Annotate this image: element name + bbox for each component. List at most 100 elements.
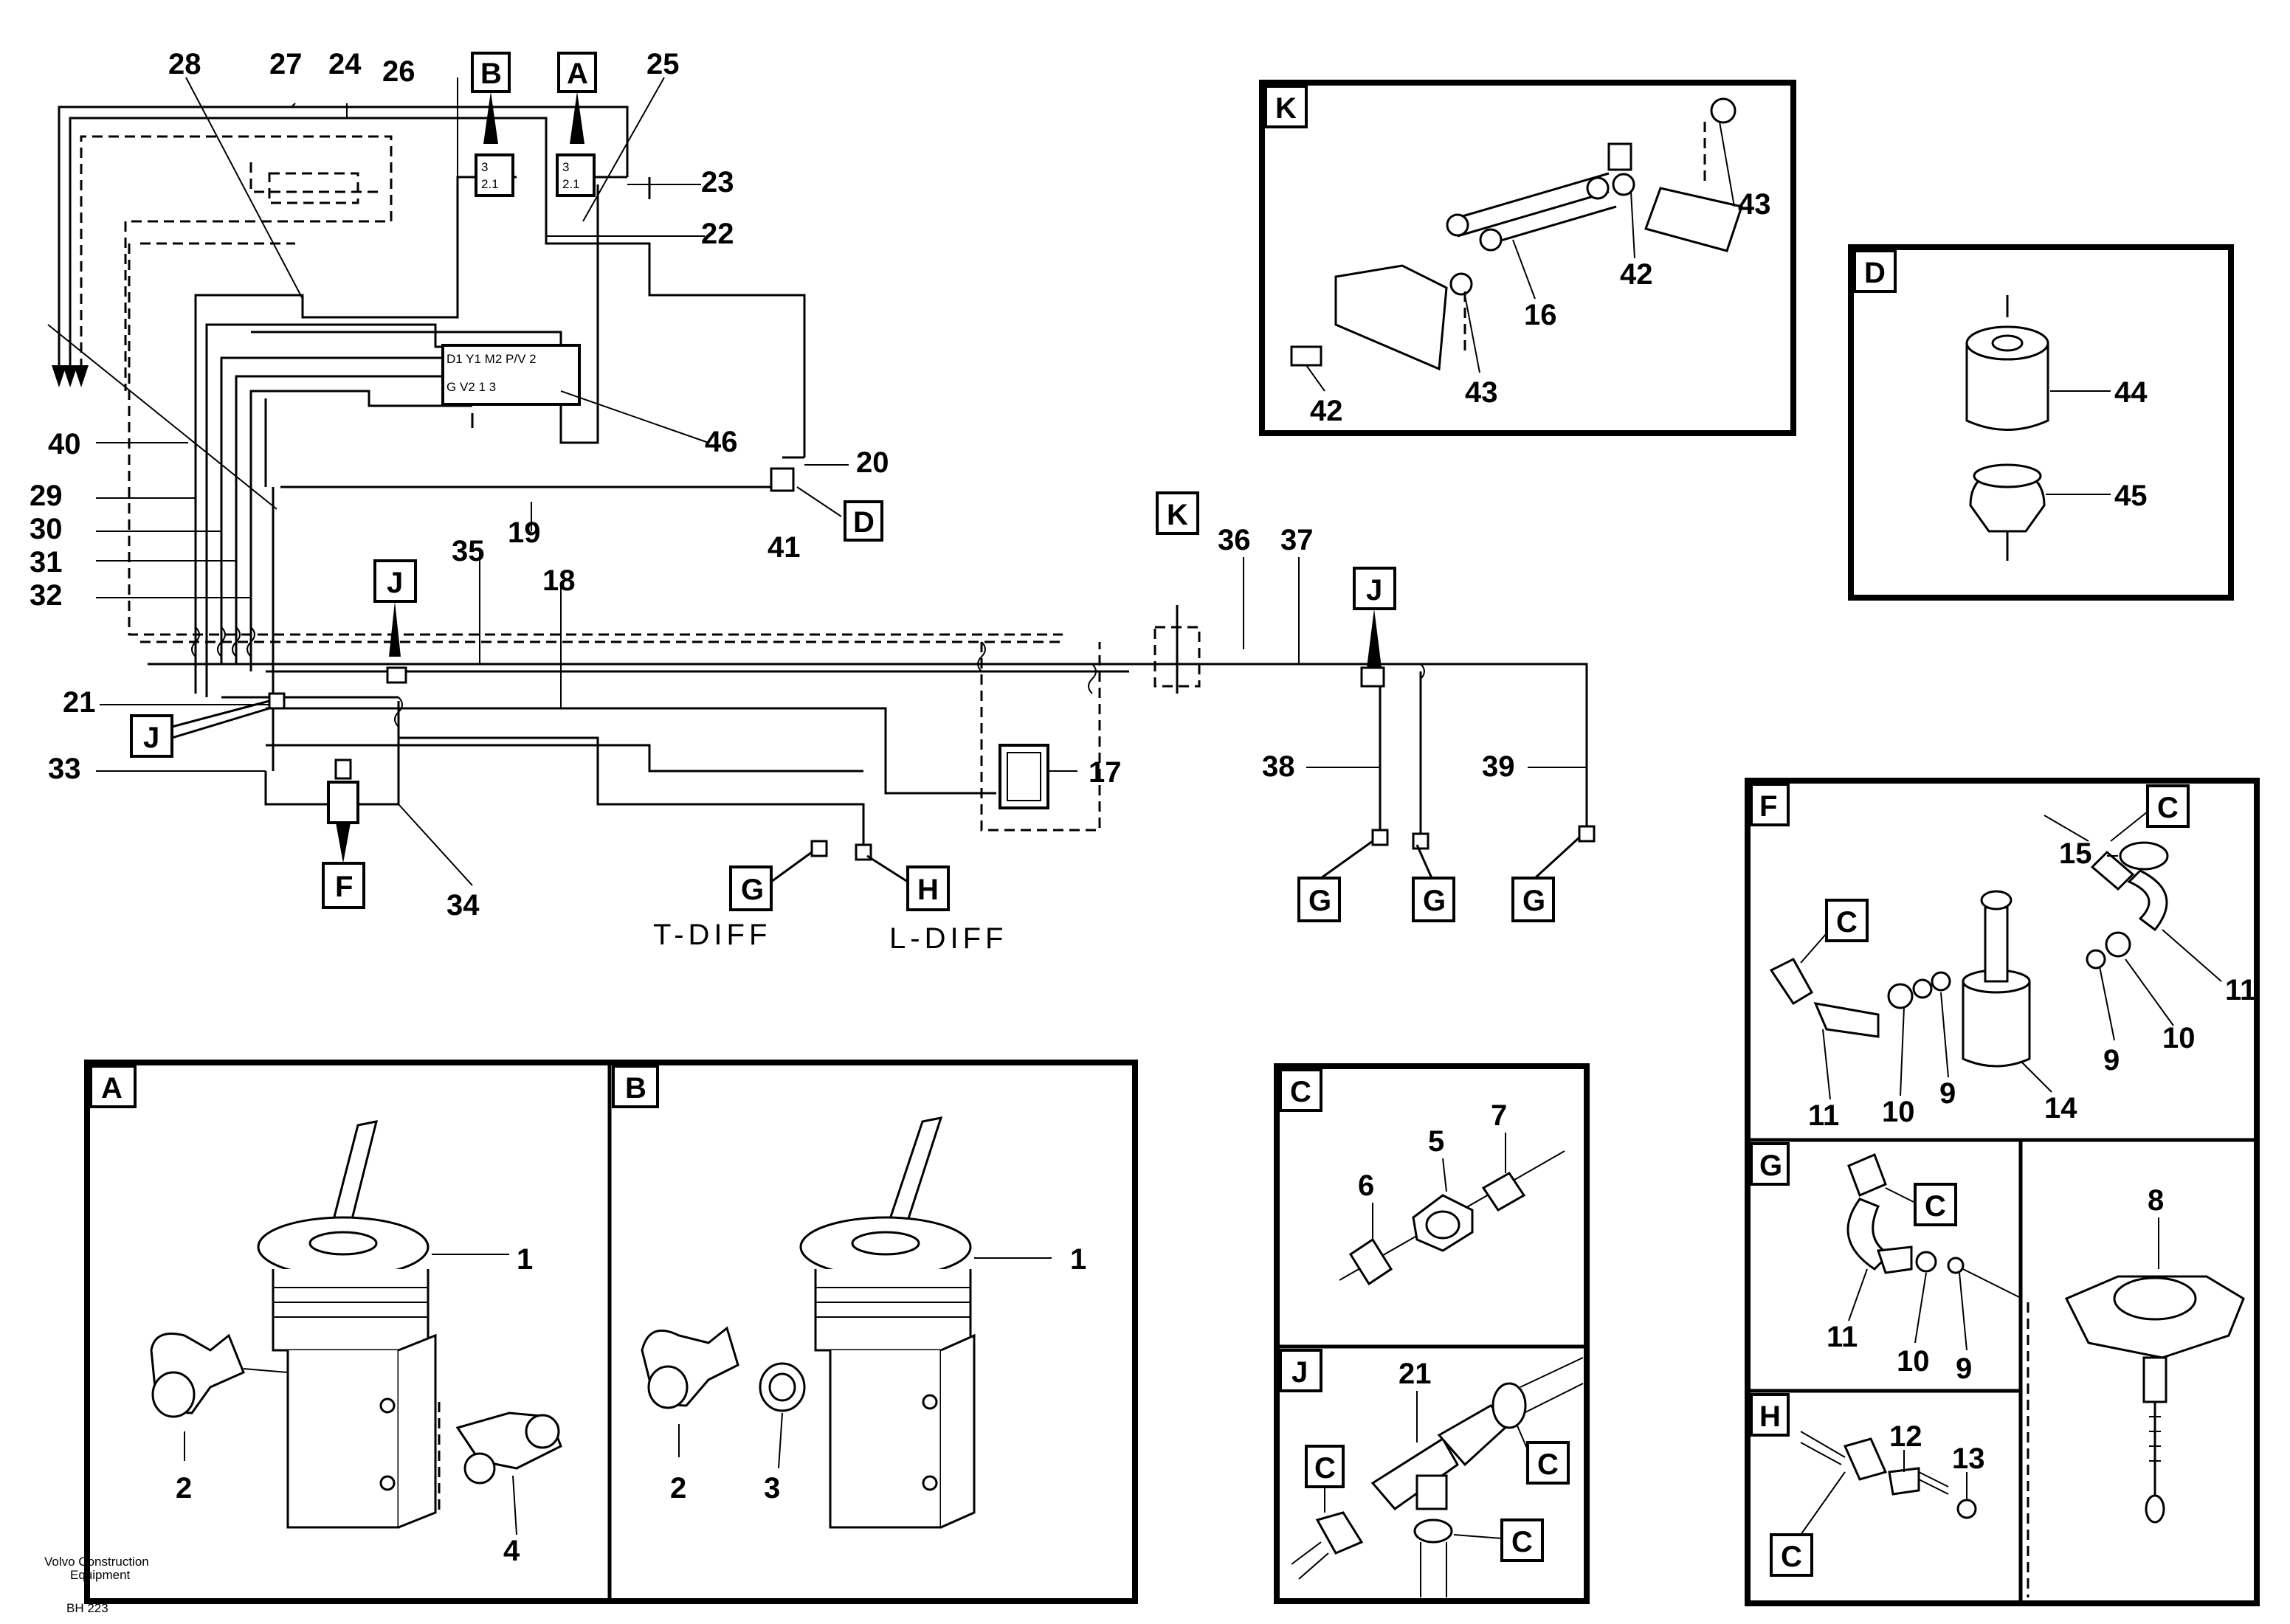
pipe-schematic: D1 Y1 M2 P/V 2 G V2 1 3 32.1 32.1	[58, 106, 1596, 861]
svg-text:35: 35	[452, 535, 485, 567]
svg-text:46: 46	[705, 426, 738, 458]
svg-text:37: 37	[1280, 524, 1314, 556]
panel-c: C 6 5 7	[1274, 1063, 1590, 1604]
panel-j: J C C C 21	[1279, 1349, 1584, 1597]
part-f-unit	[327, 781, 359, 824]
svg-text:11: 11	[1808, 1099, 1839, 1132]
svg-text:3: 3	[562, 160, 569, 174]
svg-text:3: 3	[764, 1472, 780, 1504]
panel-d: D 44 45	[1848, 244, 2234, 601]
leader-lines	[47, 77, 1587, 886]
part-8-sensor: 8	[2027, 1184, 2245, 1597]
svg-text:21: 21	[1399, 1358, 1432, 1390]
svg-text:C: C	[2157, 792, 2179, 824]
svg-text:24: 24	[328, 48, 362, 80]
svg-text:K: K	[1275, 92, 1297, 125]
svg-text:8: 8	[2148, 1184, 2164, 1217]
panel-fgh	[1745, 778, 2260, 1606]
svg-text:28: 28	[168, 48, 201, 80]
svg-text:1: 1	[1070, 1243, 1086, 1276]
svg-text:C: C	[1290, 1076, 1311, 1108]
svg-text:9: 9	[2103, 1044, 2120, 1077]
svg-text:23: 23	[701, 166, 734, 198]
svg-text:14: 14	[2044, 1092, 2077, 1124]
svg-text:H: H	[1759, 1400, 1781, 1433]
svg-text:4: 4	[503, 1535, 520, 1567]
panel-g: G C 11 10 9	[1750, 1142, 2023, 1385]
svg-text:D: D	[1864, 257, 1886, 289]
svg-text:27: 27	[269, 48, 303, 80]
svg-text:J: J	[1291, 1356, 1308, 1389]
svg-text:29: 29	[30, 480, 63, 512]
svg-text:11: 11	[1827, 1321, 1858, 1353]
svg-text:G: G	[741, 874, 764, 906]
svg-text:45: 45	[2114, 480, 2148, 512]
svg-text:10: 10	[1882, 1096, 1915, 1128]
svg-text:1: 1	[517, 1243, 533, 1276]
svg-text:A: A	[567, 58, 588, 90]
svg-text:G: G	[1522, 885, 1545, 917]
svg-text:25: 25	[646, 48, 680, 80]
svg-text:7: 7	[1491, 1099, 1507, 1132]
svg-text:D: D	[853, 506, 875, 539]
svg-text:L-DIFF: L-DIFF	[889, 922, 1007, 955]
svg-text:G: G	[1423, 885, 1446, 917]
panel-b: B 1 2 3	[612, 1065, 1086, 1529]
svg-text:G V2 1 3: G V2 1 3	[446, 380, 496, 394]
svg-text:K: K	[1167, 499, 1188, 531]
svg-text:9: 9	[1956, 1352, 1972, 1385]
svg-text:2.1: 2.1	[481, 177, 499, 191]
svg-text:D1 Y1 M2 P/V 2: D1 Y1 M2 P/V 2	[446, 352, 537, 366]
svg-text:13: 13	[1952, 1442, 1985, 1475]
svg-text:10: 10	[1897, 1345, 1930, 1378]
svg-text:22: 22	[701, 218, 734, 250]
svg-text:2: 2	[670, 1472, 686, 1504]
svg-text:15: 15	[2059, 837, 2092, 870]
svg-text:C: C	[1781, 1541, 1802, 1573]
svg-text:33: 33	[48, 753, 81, 785]
svg-text:31: 31	[30, 546, 63, 578]
svg-text:J: J	[1366, 574, 1382, 607]
svg-text:39: 39	[1482, 750, 1515, 783]
svg-text:BH 223: BH 223	[66, 1601, 108, 1615]
svg-text:43: 43	[1465, 376, 1498, 409]
svg-text:2: 2	[176, 1472, 192, 1504]
svg-text:C: C	[1836, 906, 1858, 939]
svg-text:19: 19	[508, 516, 541, 549]
svg-text:C: C	[1511, 1526, 1533, 1558]
svg-text:42: 42	[1620, 258, 1653, 291]
svg-text:44: 44	[2114, 376, 2148, 409]
svg-text:6: 6	[1358, 1169, 1374, 1202]
svg-text:32: 32	[30, 579, 63, 612]
svg-text:Volvo Construction: Volvo Construction	[44, 1555, 149, 1569]
svg-text:20: 20	[856, 446, 889, 479]
svg-text:G: G	[1308, 885, 1331, 917]
svg-text:C: C	[1314, 1452, 1336, 1485]
svg-text:B: B	[480, 58, 502, 90]
svg-text:17: 17	[1089, 756, 1122, 789]
valve-a	[556, 153, 596, 197]
svg-text:F: F	[335, 871, 353, 903]
svg-text:26: 26	[382, 55, 415, 88]
svg-text:38: 38	[1262, 750, 1295, 783]
panel-k: K 43 42 16 43 42	[1259, 80, 1796, 436]
valve-b	[475, 153, 514, 197]
svg-text:36: 36	[1218, 524, 1251, 556]
svg-text:B: B	[625, 1072, 646, 1105]
control-valve-block	[441, 344, 581, 406]
svg-text:C: C	[1925, 1190, 1946, 1223]
svg-text:2.1: 2.1	[562, 177, 580, 191]
svg-text:G: G	[1759, 1150, 1782, 1182]
svg-text:F: F	[1759, 790, 1777, 823]
svg-text:16: 16	[1524, 299, 1557, 331]
svg-text:H: H	[917, 874, 939, 906]
svg-text:J: J	[143, 722, 159, 754]
svg-text:43: 43	[1738, 188, 1771, 221]
svg-text:42: 42	[1310, 395, 1343, 427]
svg-text:21: 21	[63, 686, 96, 719]
svg-text:41: 41	[768, 531, 801, 564]
svg-text:30: 30	[30, 513, 63, 545]
panel-h: H C 12 13	[1750, 1393, 1985, 1577]
footer: Volvo Construction Equipment BH 223	[44, 1555, 149, 1615]
